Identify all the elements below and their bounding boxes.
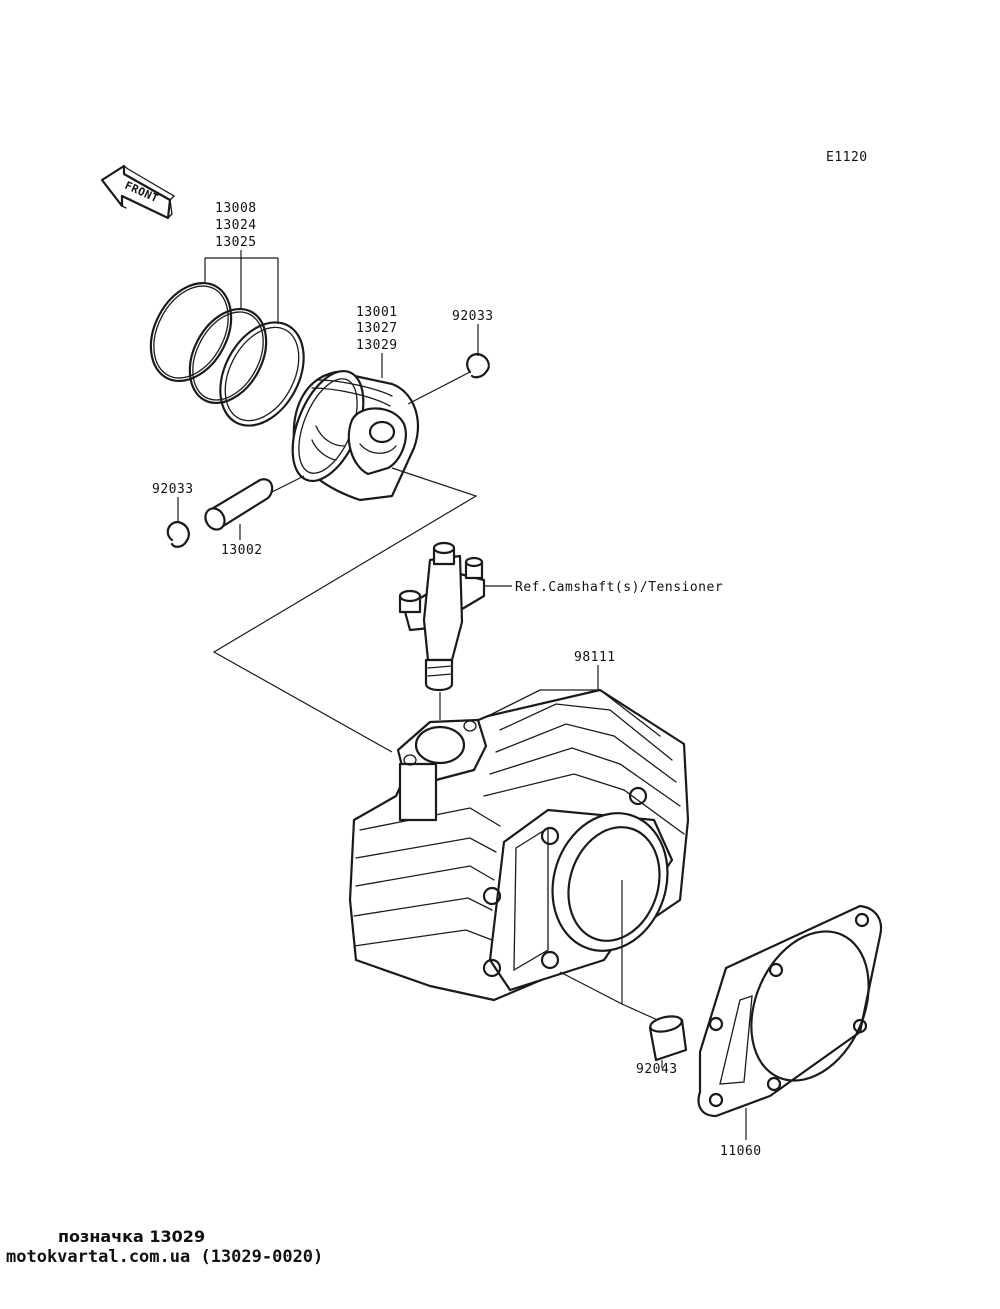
footer-title: позначка 13029 (58, 1227, 206, 1246)
piston-pin (204, 478, 274, 531)
clip-right-label: 92033 (452, 309, 494, 324)
rings-label-1: 13008 (215, 201, 257, 216)
rings-label-3: 13025 (215, 235, 257, 250)
gasket-label: 11060 (720, 1144, 762, 1159)
tensioner-ref-label: Ref.Camshaft(s)/Tensioner (515, 580, 723, 595)
cylinder-base-gasket (697, 904, 883, 1118)
piston-label-3: 13029 (356, 338, 398, 353)
circlip-left (166, 520, 190, 548)
piston-label-1: 13001 (356, 305, 398, 320)
piston-ring-top (149, 281, 233, 383)
rings-leader (204, 250, 279, 324)
piston-ring-oil (219, 321, 305, 427)
rings-label-2: 13024 (215, 218, 257, 233)
assembly-guide-line (212, 467, 478, 753)
cam-chain-tensioner (398, 541, 486, 692)
cylinder-block (348, 688, 690, 1002)
footer-site-link[interactable]: motokvartal.com.ua (13029-0020) (6, 1247, 324, 1267)
piston-ring-second (188, 307, 268, 405)
pin-label: 13002 (221, 543, 263, 558)
dowel-label: 92043 (636, 1062, 678, 1077)
diagram-code: E1120 (826, 150, 868, 165)
circlip-right (466, 352, 490, 379)
front-arrow-icon: FRONT (100, 164, 176, 220)
piston-rings (149, 281, 305, 427)
piston (291, 369, 419, 502)
dowel-pin (648, 1015, 688, 1062)
clip-left-label: 92033 (152, 482, 194, 497)
piston-label-2: 13027 (356, 321, 398, 336)
cylinder-label: 98111 (574, 650, 616, 665)
